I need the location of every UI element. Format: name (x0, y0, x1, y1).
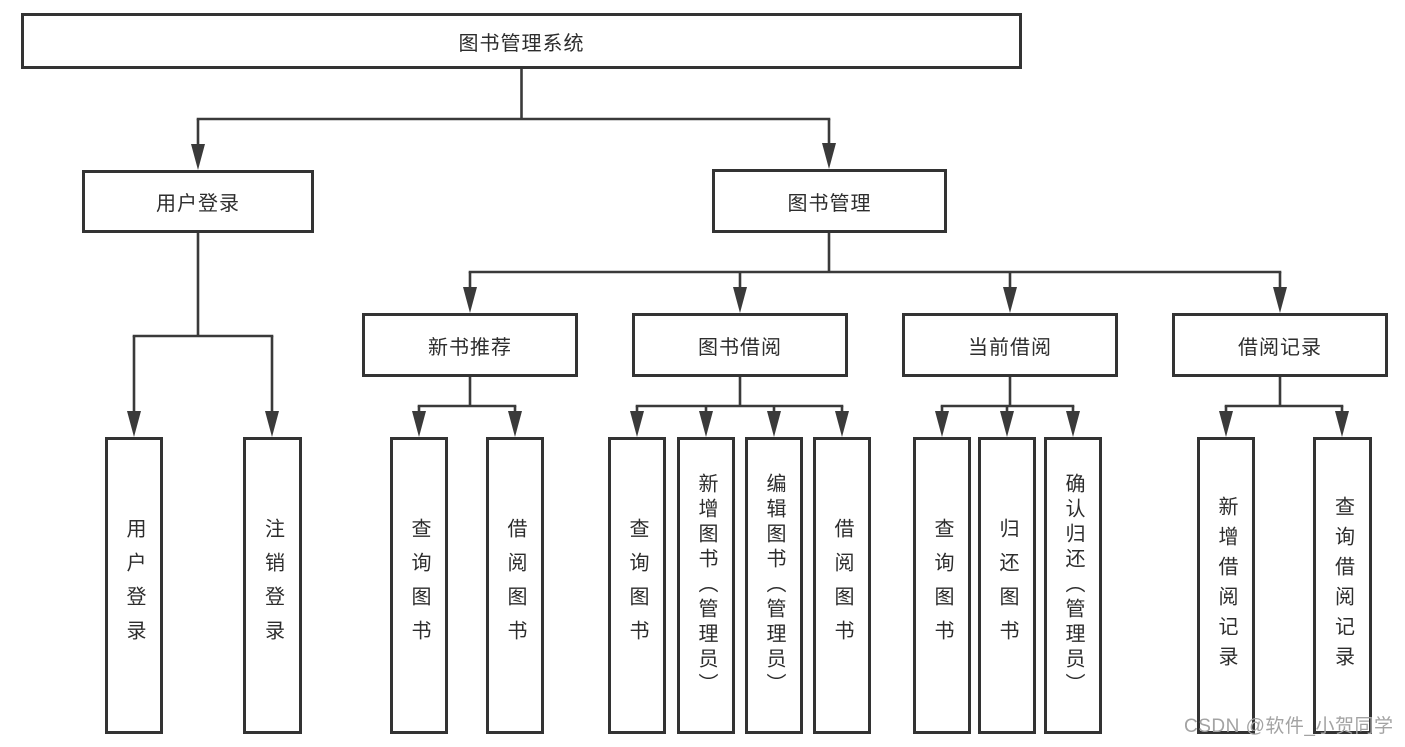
connector-book-borrow-branch (630, 377, 849, 437)
csdn-watermark: CSDN @软件_小贺同学 (1184, 716, 1394, 737)
leaf-bb-add-book-admin: 新增图书（管理员） (677, 437, 735, 734)
connector-user-login-branch (127, 233, 279, 437)
leaf-bb-borrow-book: 借阅图书 (813, 437, 871, 734)
node-current-borrowing: 当前借阅 (902, 313, 1118, 377)
leaf-br-add-record: 新增借阅记录 (1197, 437, 1255, 734)
node-borrowing-records: 借阅记录 (1172, 313, 1388, 377)
node-new-book-recommendation: 新书推荐 (362, 313, 578, 377)
leaf-logout: 注销登录 (243, 437, 302, 734)
connector-borrow-records-branch (1219, 377, 1349, 437)
leaf-rec-borrow-book: 借阅图书 (486, 437, 544, 734)
leaf-user-login: 用户登录 (105, 437, 163, 734)
leaf-br-query-record: 查询借阅记录 (1313, 437, 1372, 734)
connector-new-book-rec-branch (412, 377, 522, 437)
node-user-login: 用户登录 (82, 170, 314, 233)
leaf-cb-confirm-return-admin: 确认归还（管理员） (1044, 437, 1102, 734)
node-root-system: 图书管理系统 (21, 13, 1022, 69)
leaf-bb-query-book: 查询图书 (608, 437, 666, 734)
leaf-cb-query-book: 查询图书 (913, 437, 971, 734)
connector-root-branch (191, 69, 836, 170)
connector-current-borrow-branch (935, 377, 1080, 437)
node-book-management: 图书管理 (712, 169, 947, 233)
node-book-borrowing: 图书借阅 (632, 313, 848, 377)
leaf-cb-return-book: 归还图书 (978, 437, 1036, 734)
connector-book-mgmt-branch (463, 233, 1287, 313)
leaf-rec-query-book: 查询图书 (390, 437, 448, 734)
leaf-bb-edit-book-admin: 编辑图书（管理员） (745, 437, 803, 734)
